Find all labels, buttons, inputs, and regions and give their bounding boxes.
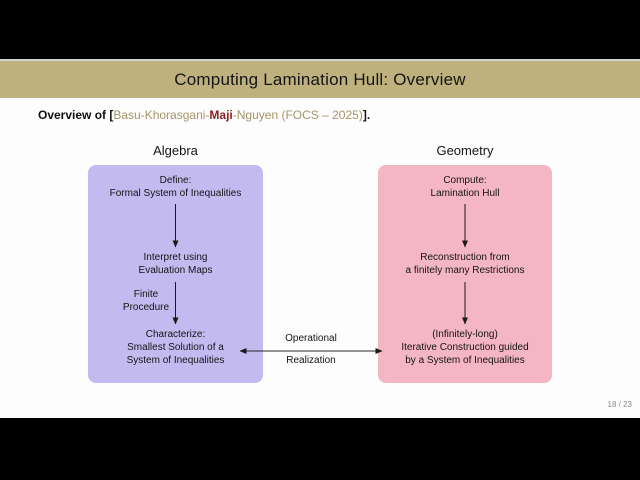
overview-prefix: Overview of [: [38, 108, 114, 122]
algebra-flow-box: [88, 165, 263, 383]
algebra-node-characterize: Characterize: Smallest Solution of a Sys…: [126, 329, 225, 366]
geometry-column-header: Geometry: [436, 143, 494, 158]
page-number: 18 / 23: [607, 400, 632, 409]
geometry-node-compute: Compute: Lamination Hull: [430, 175, 500, 199]
citation-author-highlight: Maji: [209, 108, 233, 122]
citation-authors-part2: -Nguyen (FOCS – 2025): [232, 108, 363, 122]
citation-authors-part1: Basu-Khorasgani-: [113, 108, 210, 122]
overview-line: Overview of [Basu-Khorasgani-Maji-Nguyen…: [38, 108, 370, 122]
geometry-node-reconstruction: Reconstruction from a finitely many Rest…: [405, 252, 525, 276]
slide-content: Overview of [Basu-Khorasgani-Maji-Nguyen…: [0, 98, 640, 418]
algebra-column-header: Algebra: [153, 143, 198, 158]
slide-title: Computing Lamination Hull: Overview: [174, 69, 466, 89]
geometry-node-iterative: (Infinitely-long) Iterative Construction…: [401, 329, 529, 366]
letterbox-top-bar: [0, 0, 640, 59]
letterbox-bottom-bar: [0, 418, 640, 480]
algebra-node-interpret: Interpret using Evaluation Maps: [138, 252, 213, 276]
slide-title-bar: Computing Lamination Hull: Overview: [0, 59, 640, 98]
connector-label-operational: Operational: [285, 333, 337, 344]
finite-procedure-arrow-label: Finite Procedure: [122, 289, 170, 313]
overview-suffix: ].: [362, 108, 371, 122]
connector-label-realization: Realization: [286, 355, 336, 366]
algebra-node-define: Define: Formal System of Inequalities: [109, 175, 242, 199]
geometry-flow-box: [378, 165, 552, 383]
